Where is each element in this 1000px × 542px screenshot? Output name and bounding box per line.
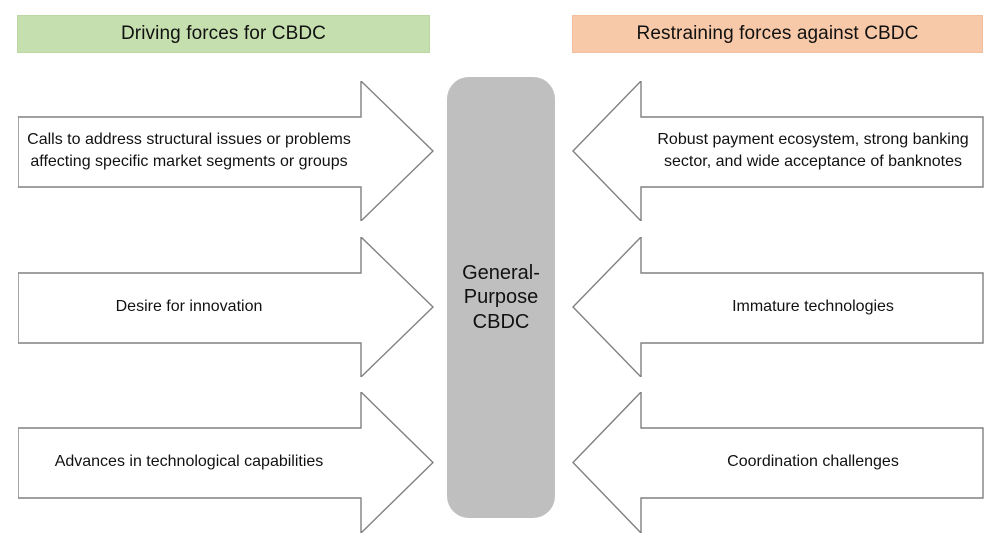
left-arrow-icon <box>572 392 984 533</box>
right-arrow-icon <box>18 81 434 221</box>
restraining-force-arrow-1: Robust payment ecosystem, strong banking… <box>572 81 984 221</box>
restraining-force-arrow-3: Coordination challenges <box>572 392 984 533</box>
driving-force-arrow-3: Advances in technological capabilities <box>18 392 434 533</box>
left-arrow-icon <box>572 237 984 377</box>
general-purpose-cbdc-box: General- Purpose CBDC <box>447 77 555 518</box>
driving-force-arrow-1: Calls to address structural issues or pr… <box>18 81 434 221</box>
general-purpose-cbdc-label: General- Purpose CBDC <box>462 261 540 333</box>
driving-forces-banner-label: Driving forces for CBDC <box>120 22 326 44</box>
restraining-forces-banner-label: Restraining forces against CBDC <box>636 22 919 44</box>
driving-force-arrow-2: Desire for innovation <box>18 237 434 377</box>
driving-forces-banner: Driving forces for CBDC <box>17 15 430 53</box>
restraining-forces-banner: Restraining forces against CBDC <box>572 15 983 53</box>
right-arrow-icon <box>18 392 434 533</box>
left-arrow-icon <box>572 81 984 221</box>
right-arrow-icon <box>18 237 434 377</box>
restraining-force-arrow-2: Immature technologies <box>572 237 984 377</box>
